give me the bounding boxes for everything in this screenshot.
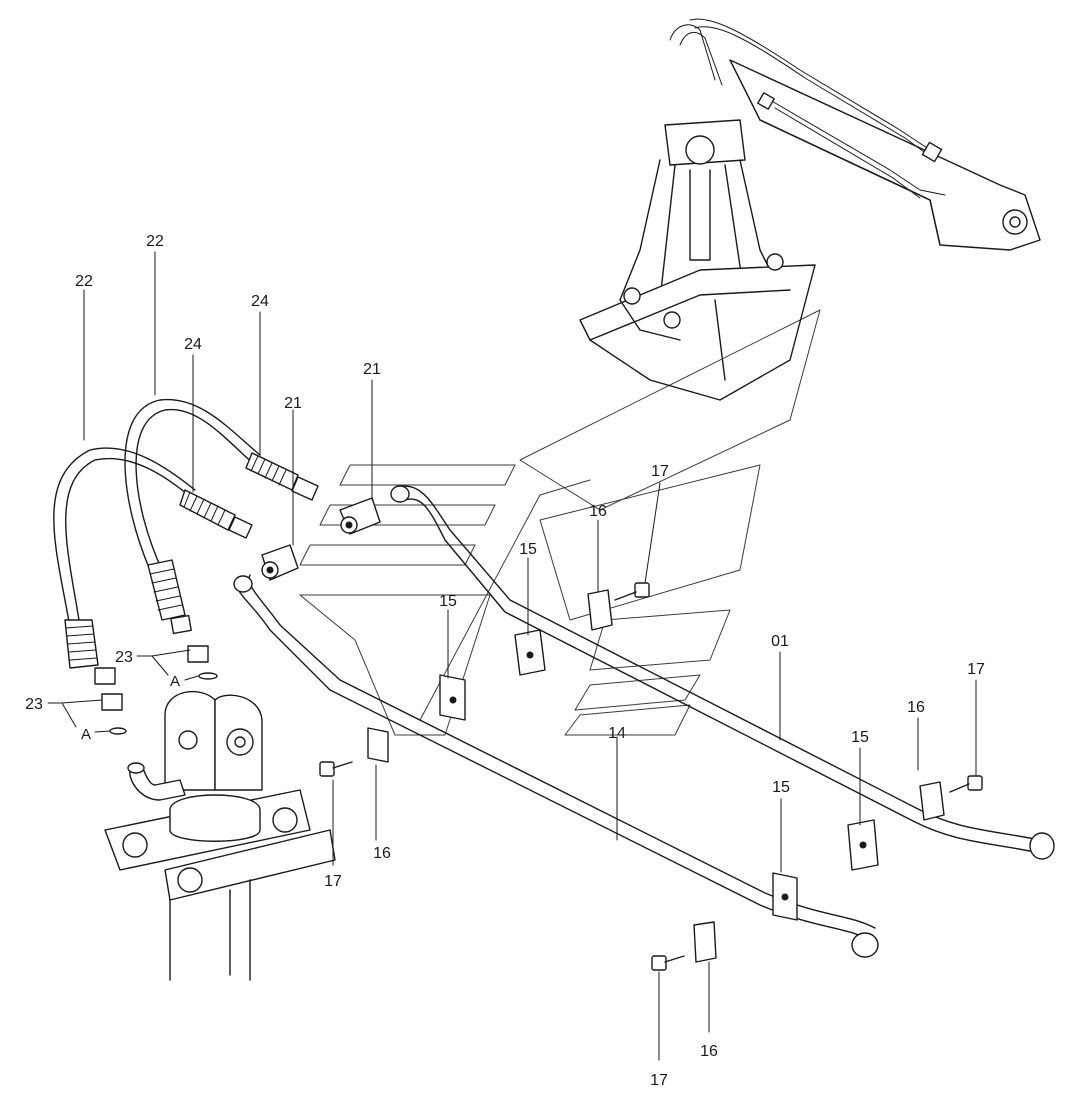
hose-22-right [124, 398, 261, 635]
spring-guard-24-lower [179, 489, 253, 539]
leader-lines [47, 251, 977, 1061]
boom-bucket-inset [579, 18, 1041, 401]
label-oring-a-upper: A [170, 673, 180, 690]
clamp-16-d [693, 921, 717, 963]
clamp-16-b [367, 727, 389, 763]
bolt-17-b [319, 761, 353, 777]
pipe-14 [233, 574, 879, 958]
clamp-15-a [514, 629, 546, 676]
label-oring-a-lower: A [81, 726, 91, 743]
label-hose-22-left: 22 [75, 273, 93, 290]
clamp-15-c [847, 819, 879, 871]
clamp-15-d [772, 872, 798, 921]
label-pipe-14: 14 [608, 725, 626, 742]
clamp-16-c [919, 781, 945, 821]
label-clamp-15-b: 15 [439, 593, 457, 610]
spring-guard-24-upper [245, 452, 319, 501]
cylinder-head-mount [104, 690, 336, 981]
clamp-15-b [439, 674, 466, 721]
label-spring-24-upper: 24 [251, 293, 269, 310]
label-clamp-16-a: 16 [589, 503, 607, 520]
label-elbow-21-lower: 21 [284, 395, 302, 412]
label-clamp-16-d: 16 [700, 1043, 718, 1060]
label-elbow-21-upper: 21 [363, 361, 381, 378]
label-bolt-17-d: 17 [650, 1072, 668, 1089]
label-adapter-23-lower: 23 [25, 696, 43, 713]
label-spring-24-lower: 24 [184, 336, 202, 353]
label-pipe-01: 01 [771, 633, 789, 650]
label-clamp-15-d: 15 [772, 779, 790, 796]
label-clamp-15-c: 15 [851, 729, 869, 746]
label-bolt-17-b: 17 [324, 873, 342, 890]
label-hose-22-right: 22 [146, 233, 164, 250]
bolt-17-d [651, 955, 685, 971]
label-clamp-15-a: 15 [519, 541, 537, 558]
elbow-21-lower [261, 544, 299, 581]
elbow-21-upper [339, 497, 381, 535]
bolt-17-c [949, 775, 983, 793]
pipe-01 [390, 485, 1055, 860]
adapter-23-lower [101, 693, 127, 735]
bolt-17-a [614, 582, 650, 601]
part-labels: 22 22 24 24 21 21 15 16 17 15 01 14 16 1… [25, 233, 985, 1089]
label-clamp-16-c: 16 [907, 699, 925, 716]
hose-22-left [53, 447, 196, 685]
clamp-16-a [587, 589, 613, 631]
label-bolt-17-a: 17 [651, 463, 669, 480]
label-adapter-23-upper: 23 [115, 649, 133, 666]
label-bolt-17-c: 17 [967, 661, 985, 678]
label-clamp-16-b: 16 [373, 845, 391, 862]
adapter-23-upper [187, 645, 218, 680]
